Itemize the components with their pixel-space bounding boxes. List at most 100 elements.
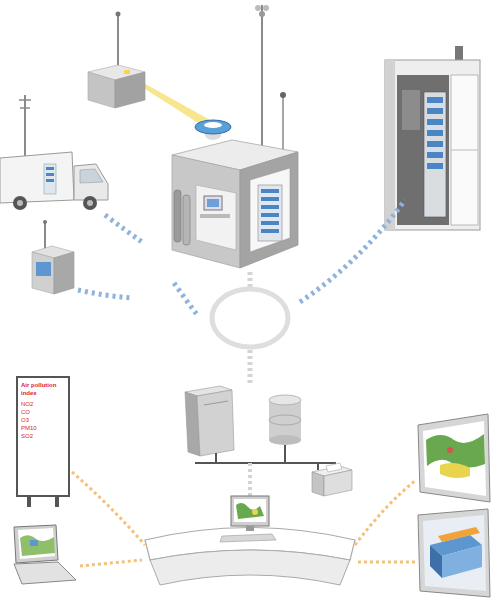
container-station-part — [397, 75, 449, 225]
display-link — [72, 472, 416, 566]
mobile-lab-truck-part — [80, 169, 103, 183]
model-screen — [418, 509, 490, 597]
container-station-part — [451, 75, 478, 225]
main-station-part — [263, 5, 269, 11]
control-desk-part — [246, 526, 254, 531]
laptop-part — [20, 535, 55, 556]
pollutant-name: PM10 — [21, 424, 65, 432]
mobile-lab-truck-part — [83, 196, 97, 210]
server-room-part — [269, 395, 301, 405]
shelter-station — [88, 12, 145, 109]
main-station-part — [204, 196, 222, 210]
map-screen-part — [418, 414, 490, 502]
container-station-part — [427, 108, 443, 114]
control-desk-part — [150, 550, 350, 585]
server-room-part — [324, 470, 352, 496]
board-heading: Air pollution index — [21, 381, 65, 397]
server-room-part — [317, 463, 319, 470]
model-screen-part — [430, 545, 442, 578]
map-screen-part — [423, 421, 486, 496]
cabinet-station-part — [43, 220, 47, 224]
cabinet-station-part — [36, 262, 51, 276]
map-screen — [418, 414, 490, 502]
main-station-part — [261, 229, 279, 233]
server-room-part — [204, 401, 228, 405]
main-station-part — [261, 213, 279, 217]
main-station — [172, 5, 298, 268]
wireless-link — [78, 200, 405, 316]
server-room-part — [215, 453, 217, 463]
display-link-part — [80, 560, 142, 566]
main-station-part — [240, 152, 298, 268]
mobile-lab-truck-part — [46, 173, 54, 176]
container-station-part — [427, 97, 443, 103]
mobile-lab-truck-part — [87, 200, 93, 206]
wireless-link-part — [300, 200, 405, 302]
laptop — [14, 525, 76, 584]
mobile-lab-truck-part — [46, 167, 54, 170]
cabinet-station-part — [44, 222, 46, 252]
main-station-part — [258, 185, 282, 241]
main-station-part — [172, 155, 240, 268]
container-station-part — [427, 163, 443, 169]
model-screen-part — [438, 527, 480, 542]
control-desk-part — [252, 509, 258, 515]
mobile-lab-truck-part — [46, 179, 54, 182]
server-room-part — [326, 463, 342, 472]
map-screen-part — [447, 447, 453, 453]
main-station-part — [261, 221, 279, 225]
main-station-part — [261, 5, 263, 152]
main-station-part — [195, 120, 231, 134]
container-station-part — [385, 60, 395, 230]
map-screen-part — [440, 463, 470, 478]
pollutant-name: NO2 — [21, 400, 65, 408]
cabinet-station-part — [54, 252, 74, 294]
display-link-part — [358, 561, 416, 564]
main-station-part — [280, 92, 286, 98]
mobile-lab-truck-part — [24, 95, 26, 156]
mobile-lab-truck-part — [74, 164, 108, 200]
wireless-link-part — [105, 215, 142, 242]
main-station-part — [259, 11, 265, 17]
server-room-part — [197, 390, 234, 456]
shelter-station-part — [117, 14, 119, 68]
container-station-part — [427, 130, 443, 136]
network-ring-part — [212, 289, 288, 347]
main-station-part — [255, 5, 261, 11]
container-station-part — [455, 46, 463, 60]
main-station-part — [200, 214, 230, 218]
mobile-lab-truck-part — [13, 196, 27, 210]
container-station — [385, 46, 480, 230]
control-desk-part — [234, 499, 266, 522]
laptop-part — [30, 540, 38, 546]
shelter-station-part — [116, 12, 121, 17]
wireless-link-part — [174, 283, 198, 316]
model-screen-part — [423, 515, 486, 591]
main-station-part — [250, 168, 290, 252]
shelter-station-part — [88, 72, 115, 108]
model-screen-part — [442, 545, 482, 578]
shelter-station-part — [124, 70, 130, 74]
laptop-part — [18, 528, 55, 559]
map-screen-part — [426, 434, 485, 468]
mobile-lab-truck-part — [19, 99, 31, 101]
cabinet-station-part — [32, 252, 54, 294]
server-room-part — [284, 445, 286, 463]
main-station-part — [282, 95, 284, 154]
server-room-part — [269, 435, 301, 445]
container-station-part — [451, 150, 478, 151]
cabinet-station — [32, 220, 74, 294]
container-station-part — [427, 152, 443, 158]
wireless-link-part — [78, 290, 132, 298]
pollutant-name: SO2 — [21, 432, 65, 440]
network-ring-part — [248, 350, 253, 384]
network-ring — [212, 272, 288, 384]
mobile-lab-truck-part — [17, 200, 23, 206]
pollutant-name: O3 — [21, 416, 65, 424]
mobile-lab-truck — [0, 95, 108, 210]
container-station-part — [424, 92, 446, 217]
laptop-part — [14, 525, 58, 563]
server-room-part — [269, 415, 301, 425]
